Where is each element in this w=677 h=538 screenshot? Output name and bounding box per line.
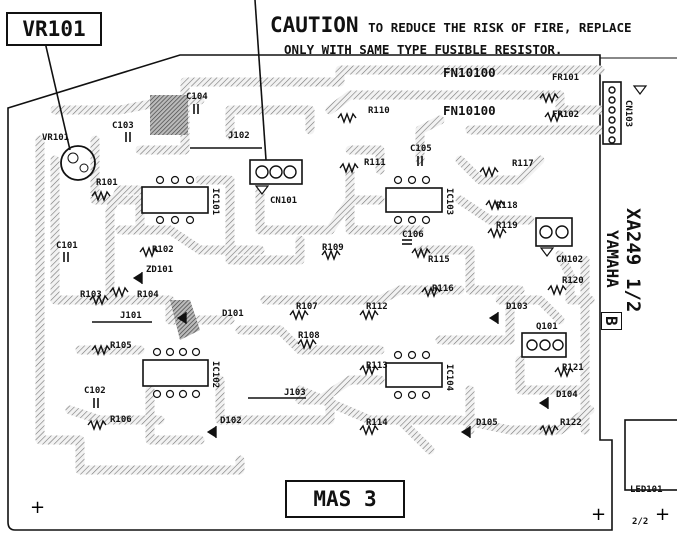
svg-text:D103: D103	[506, 302, 528, 312]
svg-text:R103: R103	[80, 290, 102, 300]
svg-text:C106: C106	[402, 230, 424, 240]
caution-notice: CAUTION TO REDUCE THE RISK OF FIRE, REPL…	[270, 13, 632, 37]
caution-title: CAUTION	[270, 13, 359, 37]
svg-text:R106: R106	[110, 415, 132, 425]
svg-text:C103: C103	[112, 121, 134, 131]
ic-packages	[141, 186, 443, 388]
board-part: 1/2	[622, 278, 644, 313]
svg-text:J103: J103	[284, 388, 306, 398]
cn101-leader	[254, 0, 267, 161]
svg-text:IC104: IC104	[444, 364, 454, 392]
board-brand: YAMAHA	[603, 230, 622, 288]
svg-text:Q101: Q101	[536, 322, 558, 332]
svg-text:R114: R114	[366, 418, 388, 428]
svg-text:R111: R111	[364, 158, 386, 168]
board-rev: B	[601, 312, 622, 330]
svg-text:R119: R119	[496, 221, 518, 231]
caution-line1: TO REDUCE THE RISK OF FIRE, REPLACE	[368, 20, 632, 35]
svg-text:R109: R109	[322, 243, 344, 253]
svg-text:R112: R112	[366, 302, 388, 312]
svg-text:R108: R108	[298, 331, 320, 341]
board-outline	[7, 54, 613, 531]
plus-mark: +	[591, 504, 606, 525]
svg-text:R110: R110	[368, 106, 390, 116]
svg-text:D104: D104	[556, 390, 578, 400]
board-id-block: XA249 1/2 YAMAHA B	[596, 200, 676, 380]
component-labels: VR101 C103 C104 J102 R110 FR101 FR102 R1…	[42, 73, 663, 527]
ic104-body	[385, 362, 443, 388]
svg-text:R117: R117	[512, 159, 534, 169]
ic101-body	[141, 186, 209, 214]
led101-body	[624, 419, 677, 491]
vr101-callout-text: VR101	[22, 17, 86, 41]
svg-text:FR102: FR102	[552, 110, 579, 120]
mas3-box: MAS 3	[285, 480, 405, 518]
label-led101: LED101	[630, 485, 663, 495]
svg-text:CN101: CN101	[270, 196, 297, 206]
svg-text:R122: R122	[560, 418, 582, 428]
plus-mark: +	[30, 497, 45, 518]
fusible-label-1: FN10100	[443, 65, 496, 80]
svg-text:J101: J101	[120, 311, 142, 321]
svg-text:C105: C105	[410, 144, 432, 154]
svg-text:C101: C101	[56, 241, 78, 251]
vr101-leader	[44, 41, 71, 151]
svg-text:R102: R102	[152, 245, 174, 255]
svg-text:ZD101: ZD101	[146, 265, 173, 275]
svg-text:IC101: IC101	[210, 188, 220, 215]
svg-text:D105: D105	[476, 418, 498, 428]
svg-text:IC103: IC103	[444, 188, 454, 215]
svg-text:R115: R115	[428, 255, 450, 265]
label-vr101: VR101	[42, 133, 69, 143]
svg-text:J102: J102	[228, 131, 250, 141]
svg-text:2/2: 2/2	[632, 517, 648, 527]
svg-text:D101: D101	[222, 309, 244, 319]
mas3-text: MAS 3	[313, 487, 377, 511]
board-model: XA249	[622, 208, 644, 266]
svg-text:R113: R113	[366, 361, 388, 371]
svg-text:R107: R107	[296, 302, 318, 312]
plus-mark: +	[655, 504, 670, 525]
ic102-body	[142, 359, 209, 387]
svg-text:C104: C104	[186, 92, 208, 102]
svg-text:R105: R105	[110, 341, 132, 351]
capacitors	[63, 104, 423, 408]
svg-text:R121: R121	[562, 363, 584, 373]
caution-line2: ONLY WITH SAME TYPE FUSIBLE RESISTOR.	[284, 42, 563, 57]
copper-traces	[35, 65, 605, 475]
ground-pad	[150, 95, 188, 135]
svg-text:D102: D102	[220, 416, 242, 426]
svg-text:IC102: IC102	[210, 361, 220, 388]
svg-text:C102: C102	[84, 386, 106, 396]
svg-text:R120: R120	[562, 276, 584, 286]
svg-text:R101: R101	[96, 178, 118, 188]
ic103-body	[385, 187, 443, 213]
diodes	[132, 271, 549, 439]
fusible-label-2: FN10100	[443, 103, 496, 118]
svg-text:CN103: CN103	[623, 100, 633, 127]
svg-text:R116: R116	[432, 284, 454, 294]
svg-text:R104: R104	[137, 290, 159, 300]
svg-text:FR101: FR101	[552, 73, 579, 83]
connectors	[249, 81, 677, 491]
svg-text:R118: R118	[496, 201, 518, 211]
resistors	[87, 92, 574, 436]
vr101-callout: VR101	[6, 12, 102, 46]
vr101-circle	[60, 145, 96, 181]
svg-text:CN102: CN102	[556, 255, 583, 265]
